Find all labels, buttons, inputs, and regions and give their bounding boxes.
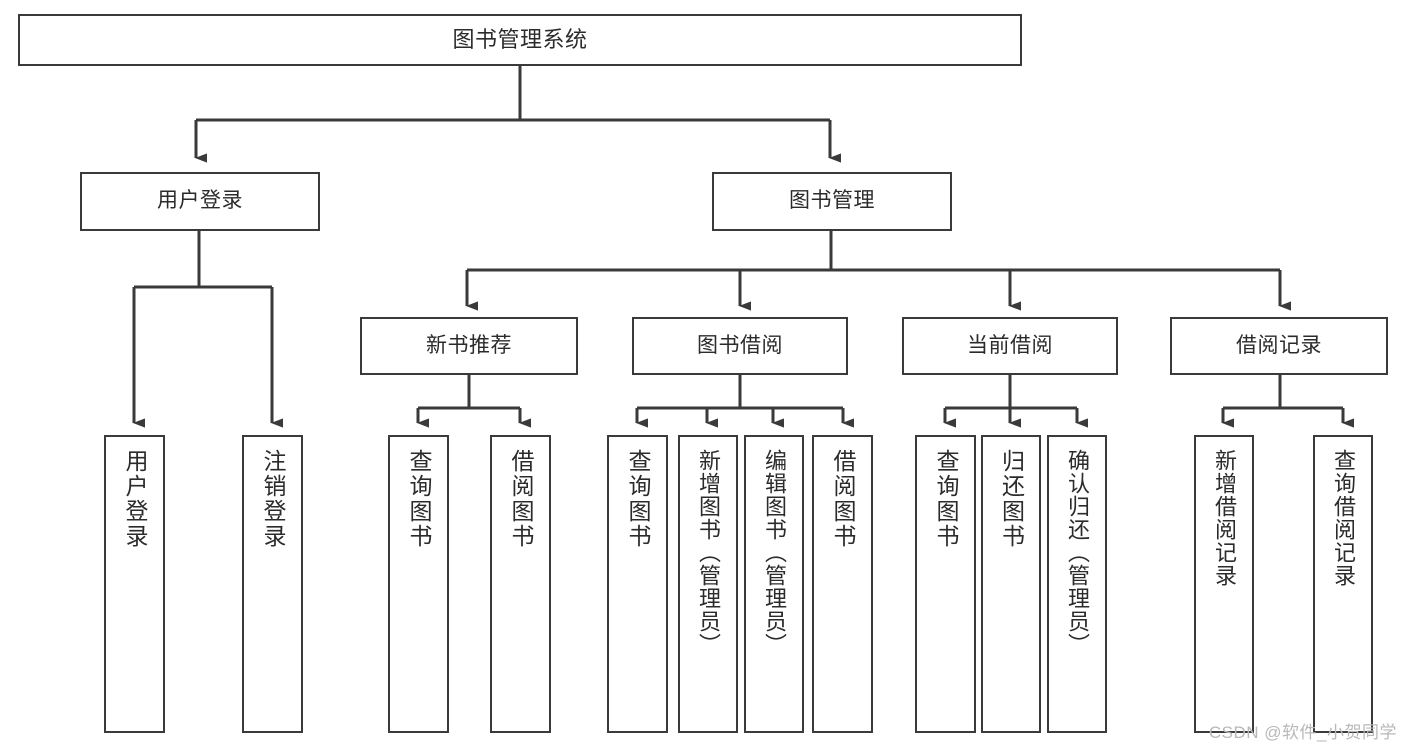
leaf-user-login[interactable]: 用户登录 — [104, 435, 165, 733]
node-label: 图书管理系统 — [452, 27, 588, 53]
node-label: 新书推荐 — [426, 333, 512, 357]
node-new-book-recommend[interactable]: 新书推荐 — [360, 317, 578, 375]
node-user-login[interactable]: 用户登录 — [80, 172, 320, 231]
leaf-add-book-admin[interactable]: 新增图书（管理员） — [678, 435, 738, 733]
node-label: 查询图书 — [406, 449, 432, 549]
node-current-borrow[interactable]: 当前借阅 — [902, 317, 1118, 375]
leaf-query-borrow-record[interactable]: 查询借阅记录 — [1313, 435, 1373, 733]
node-label: 新增图书（管理员） — [696, 449, 721, 656]
node-label: 注销登录 — [260, 449, 286, 549]
leaf-return-book[interactable]: 归还图书 — [981, 435, 1041, 733]
leaf-confirm-return-admin[interactable]: 确认归还（管理员） — [1047, 435, 1107, 733]
node-label: 查询图书 — [625, 449, 651, 549]
node-label: 借阅图书 — [508, 449, 534, 549]
leaf-add-borrow-record[interactable]: 新增借阅记录 — [1194, 435, 1254, 733]
node-label: 新增借阅记录 — [1212, 449, 1237, 587]
leaf-edit-book-admin[interactable]: 编辑图书（管理员） — [744, 435, 804, 733]
leaf-query-book-borrow[interactable]: 查询图书 — [607, 435, 668, 733]
node-label: 确认归还（管理员） — [1065, 449, 1090, 656]
node-label: 图书借阅 — [697, 333, 783, 357]
node-label: 查询借阅记录 — [1331, 449, 1356, 587]
node-borrow-record[interactable]: 借阅记录 — [1170, 317, 1388, 375]
node-label: 当前借阅 — [967, 333, 1053, 357]
leaf-borrow-book[interactable]: 借阅图书 — [812, 435, 873, 733]
node-root-system[interactable]: 图书管理系统 — [18, 14, 1022, 66]
node-label: 用户登录 — [157, 189, 243, 213]
node-label: 借阅记录 — [1236, 333, 1322, 357]
leaf-query-book-current[interactable]: 查询图书 — [915, 435, 976, 733]
node-book-borrow[interactable]: 图书借阅 — [632, 317, 848, 375]
node-label: 归还图书 — [998, 449, 1025, 549]
leaf-query-book-recommend[interactable]: 查询图书 — [388, 435, 449, 733]
leaf-logout[interactable]: 注销登录 — [242, 435, 303, 733]
node-label: 图书管理 — [789, 189, 875, 213]
node-label: 查询图书 — [933, 449, 959, 549]
csdn-watermark: CSDN @软件_小贺同学 — [1208, 723, 1397, 742]
node-label: 用户登录 — [122, 449, 148, 549]
node-book-management[interactable]: 图书管理 — [712, 172, 952, 231]
node-label: 编辑图书（管理员） — [762, 449, 787, 656]
node-label: 借阅图书 — [830, 449, 856, 549]
leaf-borrow-book-recommend[interactable]: 借阅图书 — [490, 435, 551, 733]
